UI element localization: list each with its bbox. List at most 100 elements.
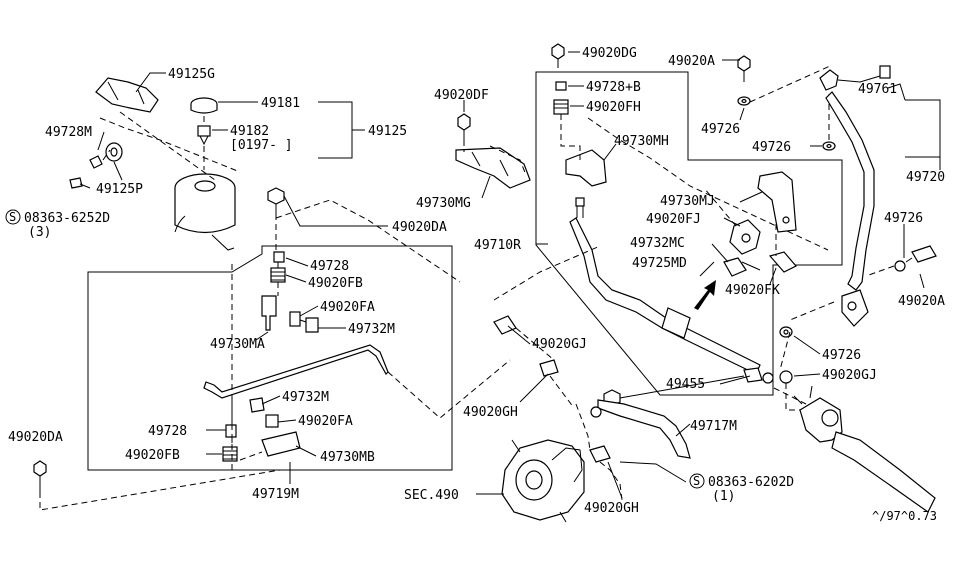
label-49020FK: 49020FK [725, 283, 780, 298]
label-49020GH-a: 49020GH [463, 405, 518, 420]
bracket-49730MH [565, 149, 607, 187]
label-49761: 49761 [858, 82, 897, 97]
label-49020FJ: 49020FJ [646, 212, 701, 227]
bolt-49728M [89, 155, 103, 169]
label-49020A-right: 49020A [898, 294, 945, 309]
label-49717M: 49717M [690, 419, 737, 434]
reference-code: ^/97^0.73 [872, 509, 937, 523]
grommet-49020FB-b [222, 446, 238, 462]
s-symbol-icon [5, 209, 21, 225]
label-49730MB: 49730MB [320, 450, 375, 465]
label-49020FA-b: 49020FA [298, 414, 353, 429]
label-qty1: (1) [712, 489, 735, 504]
sensor-49761 [819, 65, 891, 91]
label-49725MD: 49725MD [632, 256, 687, 271]
label-49726-b: 49726 [752, 140, 791, 155]
bolt-49020A-right [905, 245, 937, 263]
label-49720: 49720 [906, 170, 945, 185]
clip-49728-b [225, 424, 237, 438]
bolt-49020DG [551, 43, 565, 68]
label-49020DA-left: 49020DA [8, 430, 63, 445]
bolt-49020A-top [737, 55, 751, 82]
bolt-08363-6252D [69, 177, 91, 189]
clamp-49020GH-b [589, 445, 611, 463]
label-49020A-top: 49020A [668, 54, 715, 69]
label-49125P: 49125P [96, 182, 143, 197]
label-49730MG: 49730MG [416, 196, 471, 211]
reservoir-tank [174, 173, 236, 251]
bracket-49730MJ [757, 171, 797, 233]
filter-49182 [197, 125, 211, 146]
reservoir-cap-49181 [190, 97, 218, 114]
label-49726-d: 49726 [822, 348, 861, 363]
group-box-49710R [535, 71, 843, 396]
clamp-49020FA-b [265, 414, 279, 428]
clamp-49020FA-a [289, 311, 301, 327]
label-49020FB-a: 49020FB [308, 276, 363, 291]
clamp-49020FK [768, 251, 797, 273]
label-sec490: SEC.490 [404, 488, 459, 503]
bolt-49728B [555, 81, 567, 91]
bolt-49020DF [457, 113, 471, 140]
reservoir-bracket-49125G [95, 77, 159, 113]
grommet-49020FB-a [270, 267, 286, 283]
label-49020DG: 49020DG [582, 46, 637, 61]
washer-49726-c [894, 260, 906, 272]
clip-49125P [105, 142, 123, 162]
label-49020FH: 49020FH [586, 100, 641, 115]
washer-49726-a [737, 96, 751, 106]
label-49728-b: 49728 [148, 424, 187, 439]
label-49455: 49455 [666, 377, 705, 392]
fitting-49455 [743, 367, 774, 384]
label-49710R: 49710R [474, 238, 521, 253]
label-49728-a: 49728 [310, 259, 349, 274]
label-49125G: 49125G [168, 67, 215, 82]
label-49020DA-top: 49020DA [392, 220, 447, 235]
label-49730MH: 49730MH [614, 134, 669, 149]
label-49732MC: 49732MC [630, 236, 685, 251]
hose-end-49717M [590, 406, 602, 418]
label-49181: 49181 [261, 96, 300, 111]
label-49020FB-b: 49020FB [125, 448, 180, 463]
label-49732M-a: 49732M [348, 322, 395, 337]
group-box-49719M [87, 245, 453, 471]
label-49020FA-a: 49020FA [320, 300, 375, 315]
label-49728M: 49728M [45, 125, 92, 140]
clamp-49732M-b [249, 397, 265, 413]
label-bracket-date: [0197- ] [230, 138, 293, 153]
bracket-49730MB [261, 431, 301, 457]
washer-49726-b [822, 141, 836, 151]
tube-49719M [203, 344, 389, 399]
label-49020GJ-b: 49020GJ [822, 368, 877, 383]
bracket-49730MA [261, 295, 277, 331]
label-49182: 49182 [230, 124, 269, 139]
hose-end-fitting [575, 197, 585, 207]
label-qty3: (3) [28, 225, 51, 240]
group-box-49125-bracket [318, 101, 365, 159]
label-49726-c: 49726 [884, 211, 923, 226]
bolt-49020DA-left [33, 460, 47, 492]
hose-49720 [825, 91, 875, 291]
label-49020GH-b: 49020GH [584, 501, 639, 516]
group-box-49720-bracket [905, 99, 941, 170]
pump-sec490 [501, 439, 585, 523]
label-49730MJ: 49730MJ [660, 194, 715, 209]
hose-end-49720 [841, 289, 869, 327]
label-08363-6202D: 08363-6202D [708, 475, 794, 490]
label-49020GJ-a: 49020GJ [532, 337, 587, 352]
clamp-49020GJ-a [493, 315, 517, 335]
bolt-49020GJ-right [779, 370, 793, 384]
label-49728B: 49728+B [586, 80, 641, 95]
steering-gear-housing [793, 385, 936, 513]
label-49020DF: 49020DF [434, 88, 489, 103]
label-49732M-b: 49732M [282, 390, 329, 405]
label-s-symbol-b: S [693, 474, 700, 488]
grommet-49020FH [553, 99, 569, 115]
s-symbol-icon-b [689, 473, 705, 489]
label-49726-a: 49726 [701, 122, 740, 137]
washer-49726-d [779, 326, 793, 338]
hose-49717M [597, 399, 691, 459]
label-49719M: 49719M [252, 487, 299, 502]
